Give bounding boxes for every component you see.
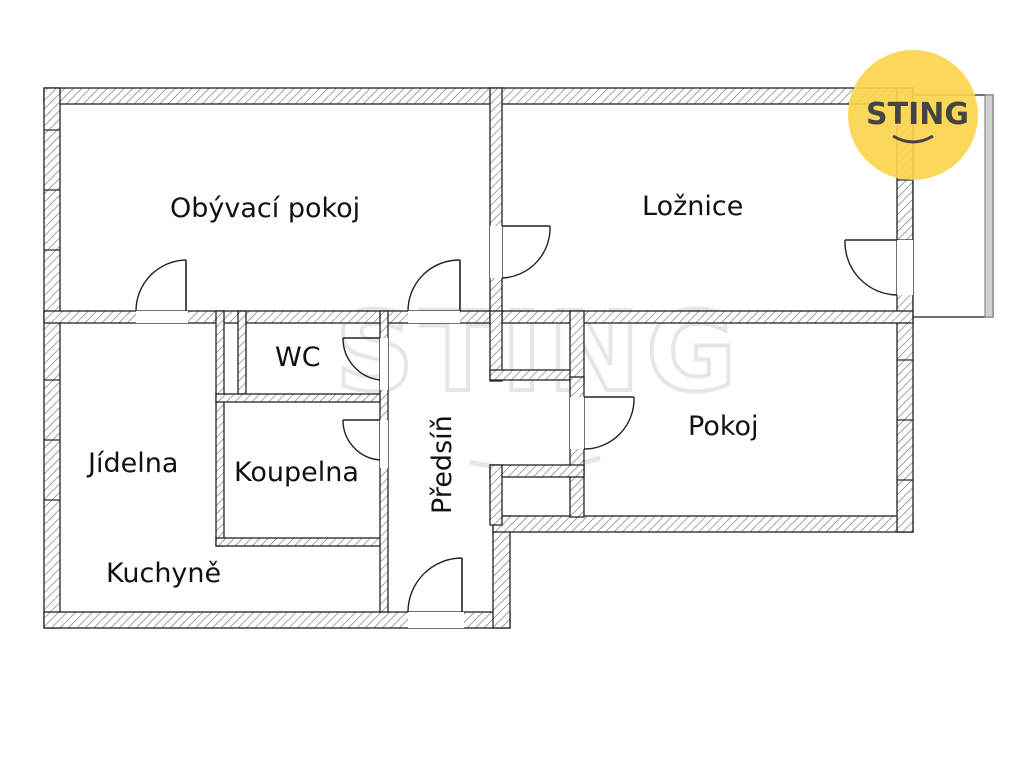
room-label-kuchyne: Kuchyně: [106, 558, 221, 589]
room-labels: Obývací pokoj Ložnice WC Jídelna Koupeln…: [86, 191, 759, 589]
room-label-obyvaci-pokoj: Obývací pokoj: [170, 193, 360, 224]
walls: [43, 87, 914, 629]
watermark-text: STING: [335, 288, 743, 416]
room-label-jidelna: Jídelna: [86, 448, 178, 479]
watermark: STING: [333, 286, 743, 472]
logo-badge: [848, 50, 978, 180]
room-label-wc: WC: [275, 342, 321, 373]
room-label-predsin: Předsíň: [427, 415, 458, 514]
room-label-pokoj: Pokoj: [688, 411, 759, 442]
room-label-loznice: Ložnice: [642, 191, 743, 222]
logo-text: STING: [866, 97, 969, 132]
room-label-koupelna: Koupelna: [234, 457, 359, 488]
doors: [135, 225, 913, 628]
sting-logo: STING: [848, 50, 978, 180]
